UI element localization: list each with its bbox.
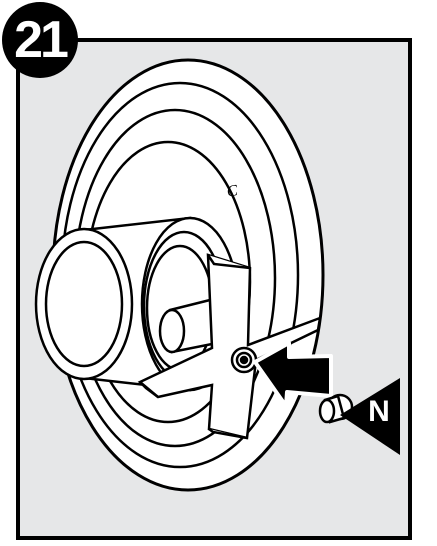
arrow-icon [253, 341, 333, 408]
step-number-badge: 21 [2, 2, 78, 78]
handle-screw [230, 346, 258, 374]
cross-handle [137, 253, 322, 440]
callout-triangle [340, 378, 400, 455]
part-letter-label: N [368, 395, 390, 428]
